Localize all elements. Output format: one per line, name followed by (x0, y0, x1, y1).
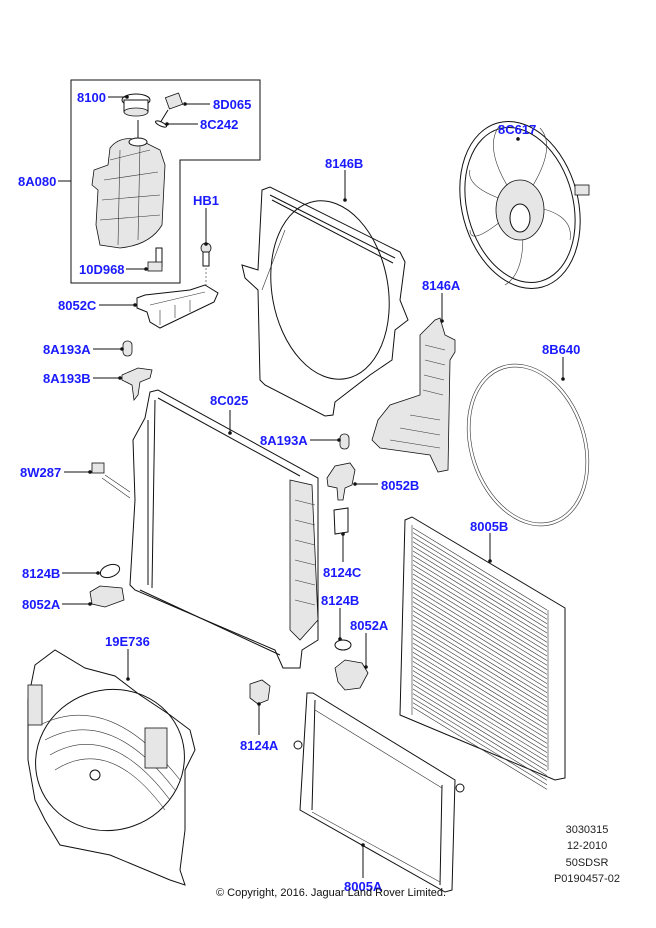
copyright-notice: © Copyright, 2016. Jaguar Land Rover Lim… (216, 887, 447, 899)
callout-8052C[interactable]: 8052C (58, 298, 97, 313)
condenser-fin (412, 605, 548, 689)
part-8005B-condenser (399, 516, 566, 790)
condenser-fin (412, 651, 548, 735)
callout-8005A[interactable]: 8005A (344, 879, 383, 894)
condenser-fin (412, 527, 548, 611)
part-19E736-fan-shroud (27, 649, 196, 886)
condenser-fin (412, 555, 548, 638)
condenser-fin (412, 596, 548, 680)
part-8A193A-grommet-left (122, 340, 133, 357)
illustration-date: 12-2010 (566, 840, 608, 852)
part-8124A-bush (249, 679, 271, 705)
part-8D065-sensor (159, 92, 184, 124)
condenser-fin (412, 541, 548, 625)
condenser-fin (412, 573, 548, 657)
callout-8W287[interactable]: 8W287 (20, 465, 62, 480)
part-8005A-radiator (293, 692, 465, 893)
callout-8100[interactable]: 8100 (77, 90, 106, 105)
condenser-fin (412, 536, 548, 620)
condenser-fin (412, 546, 548, 629)
condenser-fin (412, 642, 548, 726)
condenser-fin (412, 569, 548, 652)
part-8124C-sleeve (333, 507, 349, 535)
condenser-fin (412, 624, 548, 707)
part-8124B-bush-center (334, 639, 352, 651)
publication-code: P0190457-02 (553, 873, 621, 885)
illustration-number: 3030315 (565, 824, 609, 836)
condenser-fin (412, 633, 548, 717)
part-8B640-seal-ring (466, 363, 590, 527)
condenser-fin (412, 601, 548, 684)
callout-8146B[interactable]: 8146B (325, 156, 364, 171)
callout-8A193A-center[interactable]: 8A193A (260, 433, 308, 448)
callout-8C617[interactable]: 8C617 (498, 122, 537, 137)
part-8052A-bracket-center (334, 659, 369, 691)
callout-8124B-center[interactable]: 8124B (321, 593, 360, 608)
part-8146A-baffle (371, 317, 456, 473)
callout-8C242[interactable]: 8C242 (200, 117, 239, 132)
callout-19E736[interactable]: 19E736 (105, 634, 150, 649)
condenser-fin (412, 564, 548, 648)
condenser-fin (412, 638, 548, 721)
condenser-fin (412, 684, 548, 767)
part-8052A-bracket-left (89, 585, 125, 608)
callout-8B640[interactable]: 8B640 (542, 342, 581, 357)
condenser-fin (412, 532, 548, 615)
condenser-fin (412, 559, 548, 643)
part-10D968-bolt (147, 247, 163, 272)
condenser-fin (412, 578, 548, 661)
part-8052C-bracket (136, 284, 219, 329)
part-8146B-fan-shroud (241, 186, 409, 417)
condenser-fin (412, 647, 548, 730)
condenser-fin (412, 587, 548, 671)
callout-8A080[interactable]: 8A080 (18, 174, 57, 189)
part-8100-filler-cap (121, 93, 151, 140)
condenser-fin (412, 670, 548, 753)
condenser-fin (412, 550, 548, 634)
part-8C025-radiator-frame (129, 389, 319, 669)
part-8052B-bracket (326, 462, 356, 501)
condenser-fin (412, 628, 548, 712)
condenser-fin (412, 665, 548, 749)
condenser-fin (412, 592, 548, 675)
condenser-fin (412, 661, 548, 744)
condenser-fin (412, 693, 548, 776)
callout-8005B[interactable]: 8005B (470, 519, 509, 534)
part-8W287-clip-nut (91, 462, 131, 499)
callout-8A193B[interactable]: 8A193B (43, 371, 91, 386)
part-8A193A-grommet-center (339, 433, 350, 450)
condenser-fin (412, 610, 548, 694)
callout-8A193A-left[interactable]: 8A193A (43, 342, 91, 357)
condenser-fin (412, 702, 548, 786)
callout-8052A-center[interactable]: 8052A (350, 618, 389, 633)
callout-8146A[interactable]: 8146A (422, 278, 461, 293)
callout-8052B[interactable]: 8052B (381, 478, 420, 493)
condenser-fin (412, 674, 548, 758)
callout-8D065[interactable]: 8D065 (213, 97, 252, 112)
callout-8124B-left[interactable]: 8124B (22, 566, 61, 581)
part-8124B-bush-left (99, 563, 121, 579)
group-box-expansion-tank (70, 79, 261, 284)
leader-lines (58, 95, 565, 878)
part-8C617-fan-assembly (459, 121, 590, 289)
condenser-fin (412, 656, 548, 740)
model-code: 50SDSR (565, 857, 609, 869)
condenser-fin (412, 688, 548, 772)
condenser-fin (412, 679, 548, 763)
condenser-fin (412, 582, 548, 666)
part-8A193B-bracket (121, 367, 153, 401)
part-HB1-bolt (200, 242, 212, 290)
callout-8C025[interactable]: 8C025 (210, 393, 249, 408)
callout-8124A[interactable]: 8124A (240, 738, 279, 753)
callout-HB1[interactable]: HB1 (193, 193, 220, 208)
condenser-fin (412, 697, 548, 781)
condenser-fin (412, 619, 548, 703)
callout-8124C[interactable]: 8124C (323, 565, 362, 580)
part-8A080-expansion-tank (91, 137, 166, 249)
callout-8052A-left[interactable]: 8052A (22, 597, 61, 612)
condenser-fin (412, 707, 548, 790)
part-8C242-o-ring (154, 120, 168, 128)
condenser-fin (412, 615, 548, 698)
callout-10D968[interactable]: 10D968 (79, 262, 125, 277)
